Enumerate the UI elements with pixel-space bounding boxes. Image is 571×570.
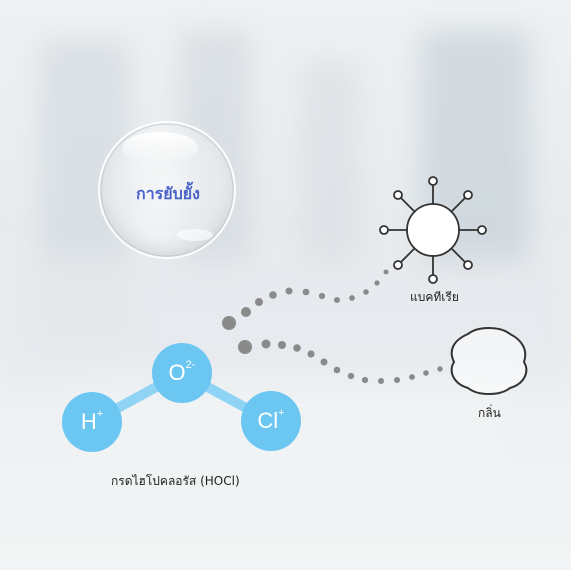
atom-oxygen [152, 343, 212, 403]
atom-oxygen-symbol: O [168, 360, 186, 385]
atom-chlorine [241, 391, 301, 451]
odor-cloud-icon [450, 327, 528, 395]
atom-oxygen-label: O2- [152, 359, 212, 385]
atom-oxygen-charge: 2- [185, 359, 196, 371]
molecule-atoms [62, 343, 301, 452]
molecule-caption: กรดไฮโปคลอรัส (HOCl) [111, 474, 240, 488]
bacteria-icon [379, 176, 487, 284]
atom-hydrogen [62, 392, 122, 452]
dotted-path-odor [238, 339, 443, 384]
atom-hydrogen-label: H+ [62, 408, 122, 434]
odor-label: กลิ่น [478, 406, 501, 420]
atom-hydrogen-symbol: H [80, 409, 97, 434]
atom-chlorine-label: Cl+ [241, 407, 301, 433]
dotted-path-bacteria [222, 269, 389, 330]
bubble-label: การยับยั้ง [136, 184, 200, 203]
background-blur [0, 30, 571, 520]
atom-hydrogen-charge: + [96, 408, 104, 420]
atom-chlorine-symbol: Cl [257, 408, 279, 433]
bubble-icon [98, 121, 236, 259]
atom-chlorine-charge: + [278, 407, 285, 419]
bacteria-label: แบคทีเรีย [410, 290, 459, 304]
